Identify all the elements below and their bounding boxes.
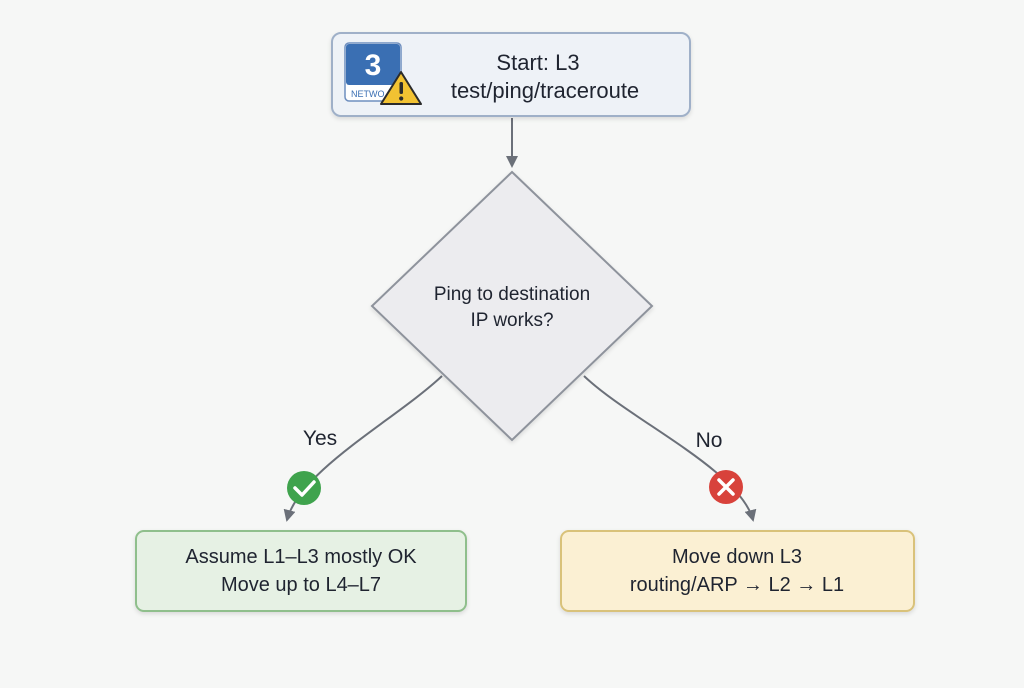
decision-diamond: [370, 170, 654, 442]
start-title: Start: L3: [496, 50, 579, 75]
start-subtitle: test/ping/traceroute: [451, 78, 639, 103]
yes-outcome-box: [135, 530, 467, 612]
yes-outcome-line1: Assume L1–L3 mostly OK: [185, 546, 417, 568]
yes-branch-label: Yes: [303, 427, 337, 450]
no-outcome-line1: Move down L3: [672, 546, 802, 568]
start-node: 3 NETWO Start: L3 test/ping/traceroute: [331, 32, 691, 117]
decision-node: Ping to destination IP works?: [370, 170, 654, 442]
yes-outcome-node: Assume L1–L3 mostly OK Move up to L4–L7: [135, 530, 467, 612]
network-layer-badge-icon: 3 NETWO: [344, 42, 402, 102]
warning-triangle-icon: [380, 71, 422, 105]
decision-question-line1: Ping to destination: [434, 284, 590, 305]
no-outcome-line2: routing/ARP → L2 → L1: [630, 574, 844, 596]
badge-caption: NETWO: [351, 89, 385, 99]
start-box: [331, 32, 691, 117]
no-outcome-node: Move down L3 routing/ARP → L2 → L1: [560, 530, 915, 612]
x-circle-icon: [709, 470, 743, 504]
badge-number: 3: [365, 49, 382, 82]
no-outcome-box: [560, 530, 915, 612]
decision-question-line2: IP works?: [470, 310, 553, 331]
check-circle-icon: [287, 471, 321, 505]
no-branch-label: No: [696, 429, 723, 452]
yes-outcome-line2: Move up to L4–L7: [221, 574, 381, 596]
no-branch-arrow: [583, 375, 757, 522]
